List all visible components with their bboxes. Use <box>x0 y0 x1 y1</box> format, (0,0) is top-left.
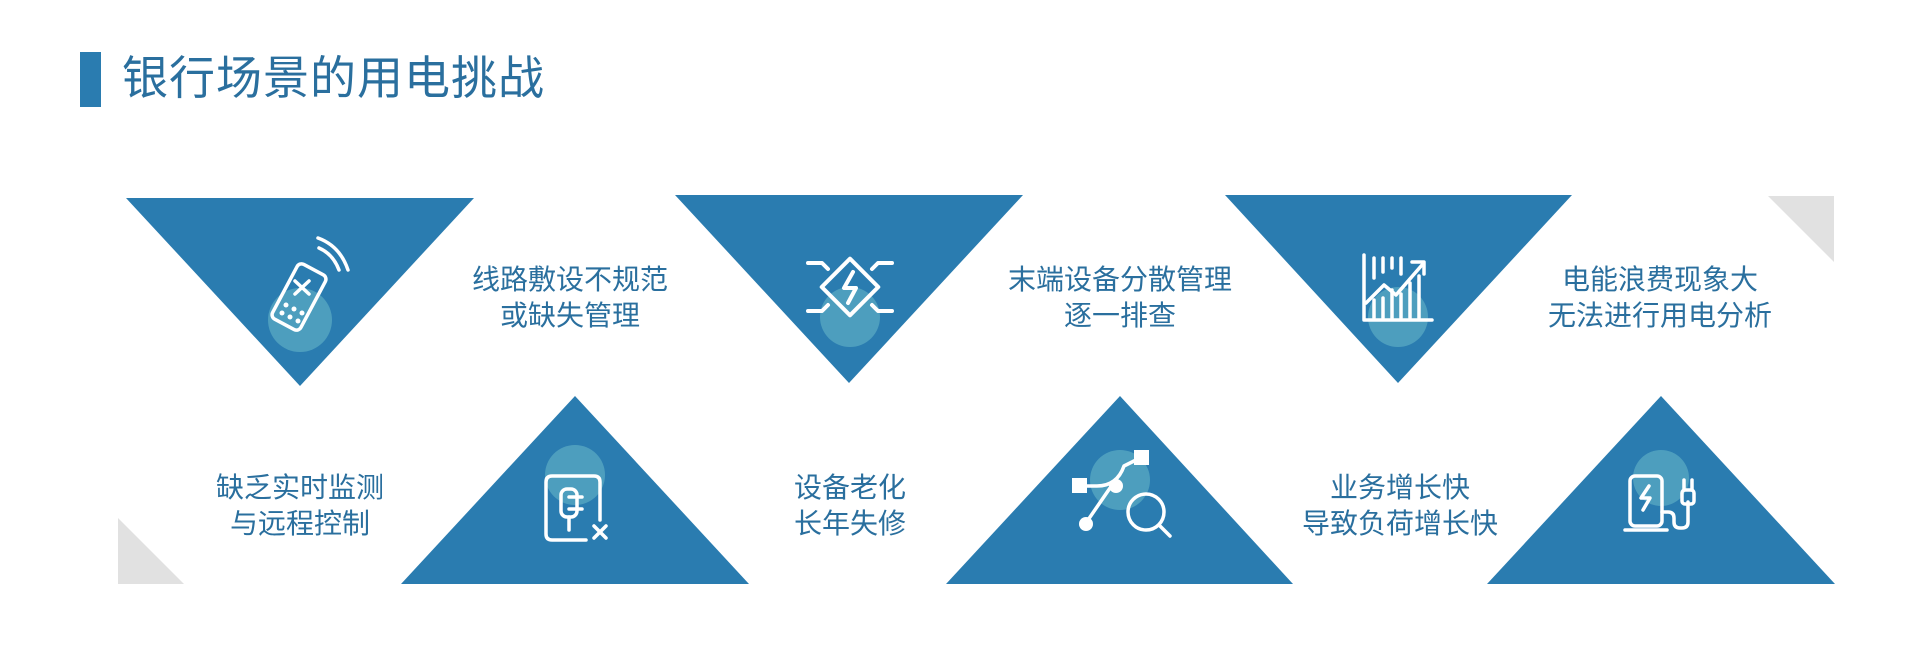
challenge-text-line1: 线路敷设不规范 <box>471 263 668 296</box>
device-monitor-icon <box>544 445 608 542</box>
lightning-chip-icon <box>806 256 894 347</box>
challenge-label-monitoring: 缺乏实时监测 与远程控制 <box>180 470 420 542</box>
challenge-text-line1: 电能浪费现象大 <box>1561 263 1758 296</box>
challenge-text-line2: 长年失修 <box>793 507 906 540</box>
ev-charger-icon <box>1623 450 1696 532</box>
search-nodes-icon <box>1072 450 1172 538</box>
challenge-text-line2: 逐一排查 <box>1063 299 1176 332</box>
challenge-label-wiring: 线路敷设不规范 或缺失管理 <box>445 262 695 334</box>
page-title: 银行场景的用电挑战 <box>122 51 545 105</box>
remote-phone-icon <box>268 236 350 352</box>
challenge-label-load-growth: 业务增长快 导致负荷增长快 <box>1270 470 1530 542</box>
challenge-label-terminals: 末端设备分散管理 逐一排查 <box>990 262 1250 334</box>
challenge-text-line2: 导致负荷增长快 <box>1301 507 1498 540</box>
bar-chart-trend-icon <box>1362 253 1434 347</box>
challenge-text-line2: 与远程控制 <box>229 507 370 540</box>
challenge-text-line1: 设备老化 <box>793 471 906 504</box>
challenge-text-line1: 缺乏实时监测 <box>215 471 384 504</box>
challenge-label-energy-waste: 电能浪费现象大 无法进行用电分析 <box>1530 262 1790 334</box>
challenge-text-line1: 末端设备分散管理 <box>1007 263 1232 296</box>
corner-decoration-top-right <box>1768 196 1834 262</box>
challenge-text-line2: 或缺失管理 <box>499 299 640 332</box>
title-accent-bar <box>80 52 101 107</box>
challenge-text-line1: 业务增长快 <box>1329 471 1470 504</box>
corner-decoration-bottom-left <box>118 518 184 584</box>
challenge-text-line2: 无法进行用电分析 <box>1547 299 1772 332</box>
challenge-label-aging-devices: 设备老化 长年失修 <box>750 470 950 542</box>
